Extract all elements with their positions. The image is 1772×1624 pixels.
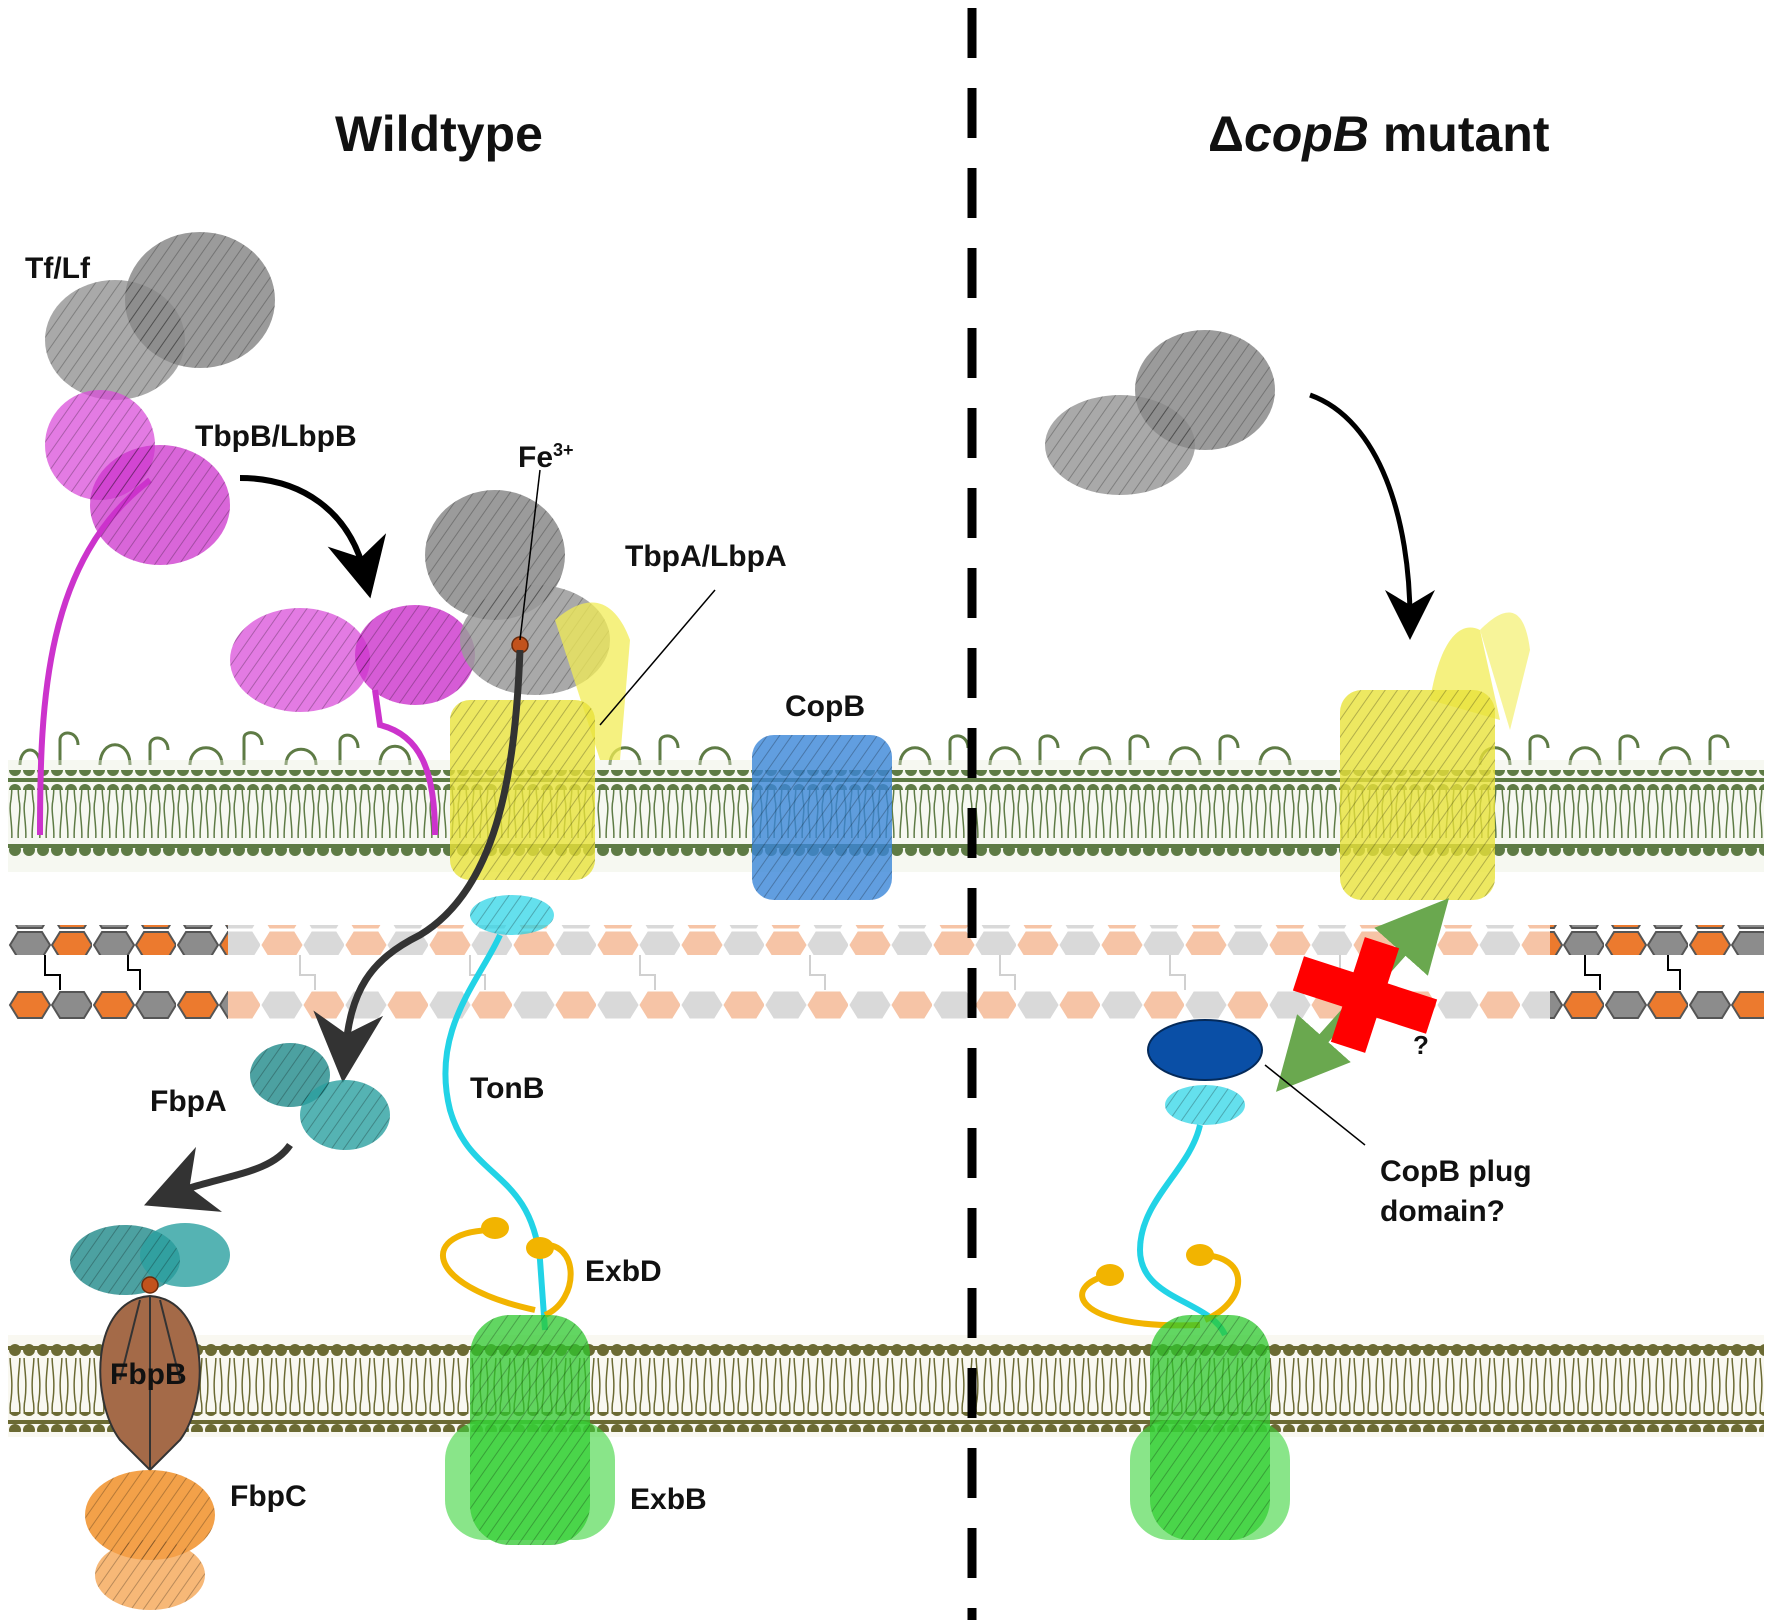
label-tonb: TonB	[470, 1072, 545, 1105]
label-fe3-element: Fe	[518, 441, 554, 474]
copb-barrel	[752, 735, 892, 900]
exbd-left	[440, 1217, 574, 1318]
arrow-tbpb-to-complex	[239, 475, 387, 599]
label-fe3-charge: 3+	[553, 440, 574, 460]
outer-membrane-lps-loops	[18, 731, 1730, 766]
tbpb-bound	[230, 605, 475, 836]
tbpb-tethered	[37, 390, 230, 836]
label-question-mark: ?	[1413, 1030, 1429, 1060]
label-tbpa-lbpa: TbpA/LbpA	[625, 540, 787, 573]
label-copb-plug-line2: domain?	[1380, 1195, 1505, 1228]
copb-plug-domain	[1147, 1019, 1263, 1081]
transferrin-free	[45, 232, 275, 400]
label-exbd: ExbD	[585, 1255, 662, 1288]
tbpa-barrel-right	[1340, 612, 1530, 900]
inner-membrane	[8, 1335, 1764, 1437]
plug-leader-line	[1264, 1064, 1366, 1146]
fbpa-periplasm	[250, 1043, 390, 1150]
transferrin-free-right	[1045, 330, 1275, 495]
label-copb: CopB	[785, 690, 865, 723]
tonb-right	[1136, 1085, 1245, 1337]
peptidoglycan-layer	[8, 925, 1764, 1020]
label-tf-lf: Tf/Lf	[25, 252, 90, 285]
wildtype-title: Wildtype	[335, 106, 543, 162]
fe3-leader-line	[519, 469, 541, 641]
label-tbpb-lbpb: TbpB/LbpB	[195, 420, 357, 453]
label-copb-plug-line1: CopB plug	[1380, 1155, 1532, 1188]
arrow-fbpa-to-fbpb	[143, 1142, 293, 1212]
exbb-right	[1130, 1315, 1290, 1540]
exbb-left	[445, 1315, 615, 1545]
copb-gene-italic: copB	[1243, 106, 1369, 162]
copb-mutant-title: ΔcopB mutant	[1208, 105, 1549, 163]
delta-symbol: Δ	[1208, 106, 1244, 162]
tonb-left	[442, 895, 554, 1331]
tbpa-leader-line	[599, 589, 716, 726]
arrow-iron-to-fbpa	[313, 649, 524, 1083]
fbpc-atpase	[85, 1470, 215, 1610]
label-fbpc: FbpC	[230, 1480, 307, 1513]
exbd-right	[1079, 1244, 1242, 1329]
label-fe3: Fe3+	[518, 440, 574, 475]
label-exbb: ExbB	[630, 1483, 707, 1516]
tbpa-barrel-left	[450, 602, 630, 880]
arrow-tf-to-tbpa-right	[1309, 392, 1435, 640]
red-cross-block	[1292, 937, 1438, 1053]
fbpa-docked	[70, 1223, 230, 1295]
mutant-word: mutant	[1368, 106, 1550, 162]
label-fbpb: FbpB	[110, 1358, 187, 1391]
label-fbpa: FbpA	[150, 1085, 227, 1118]
